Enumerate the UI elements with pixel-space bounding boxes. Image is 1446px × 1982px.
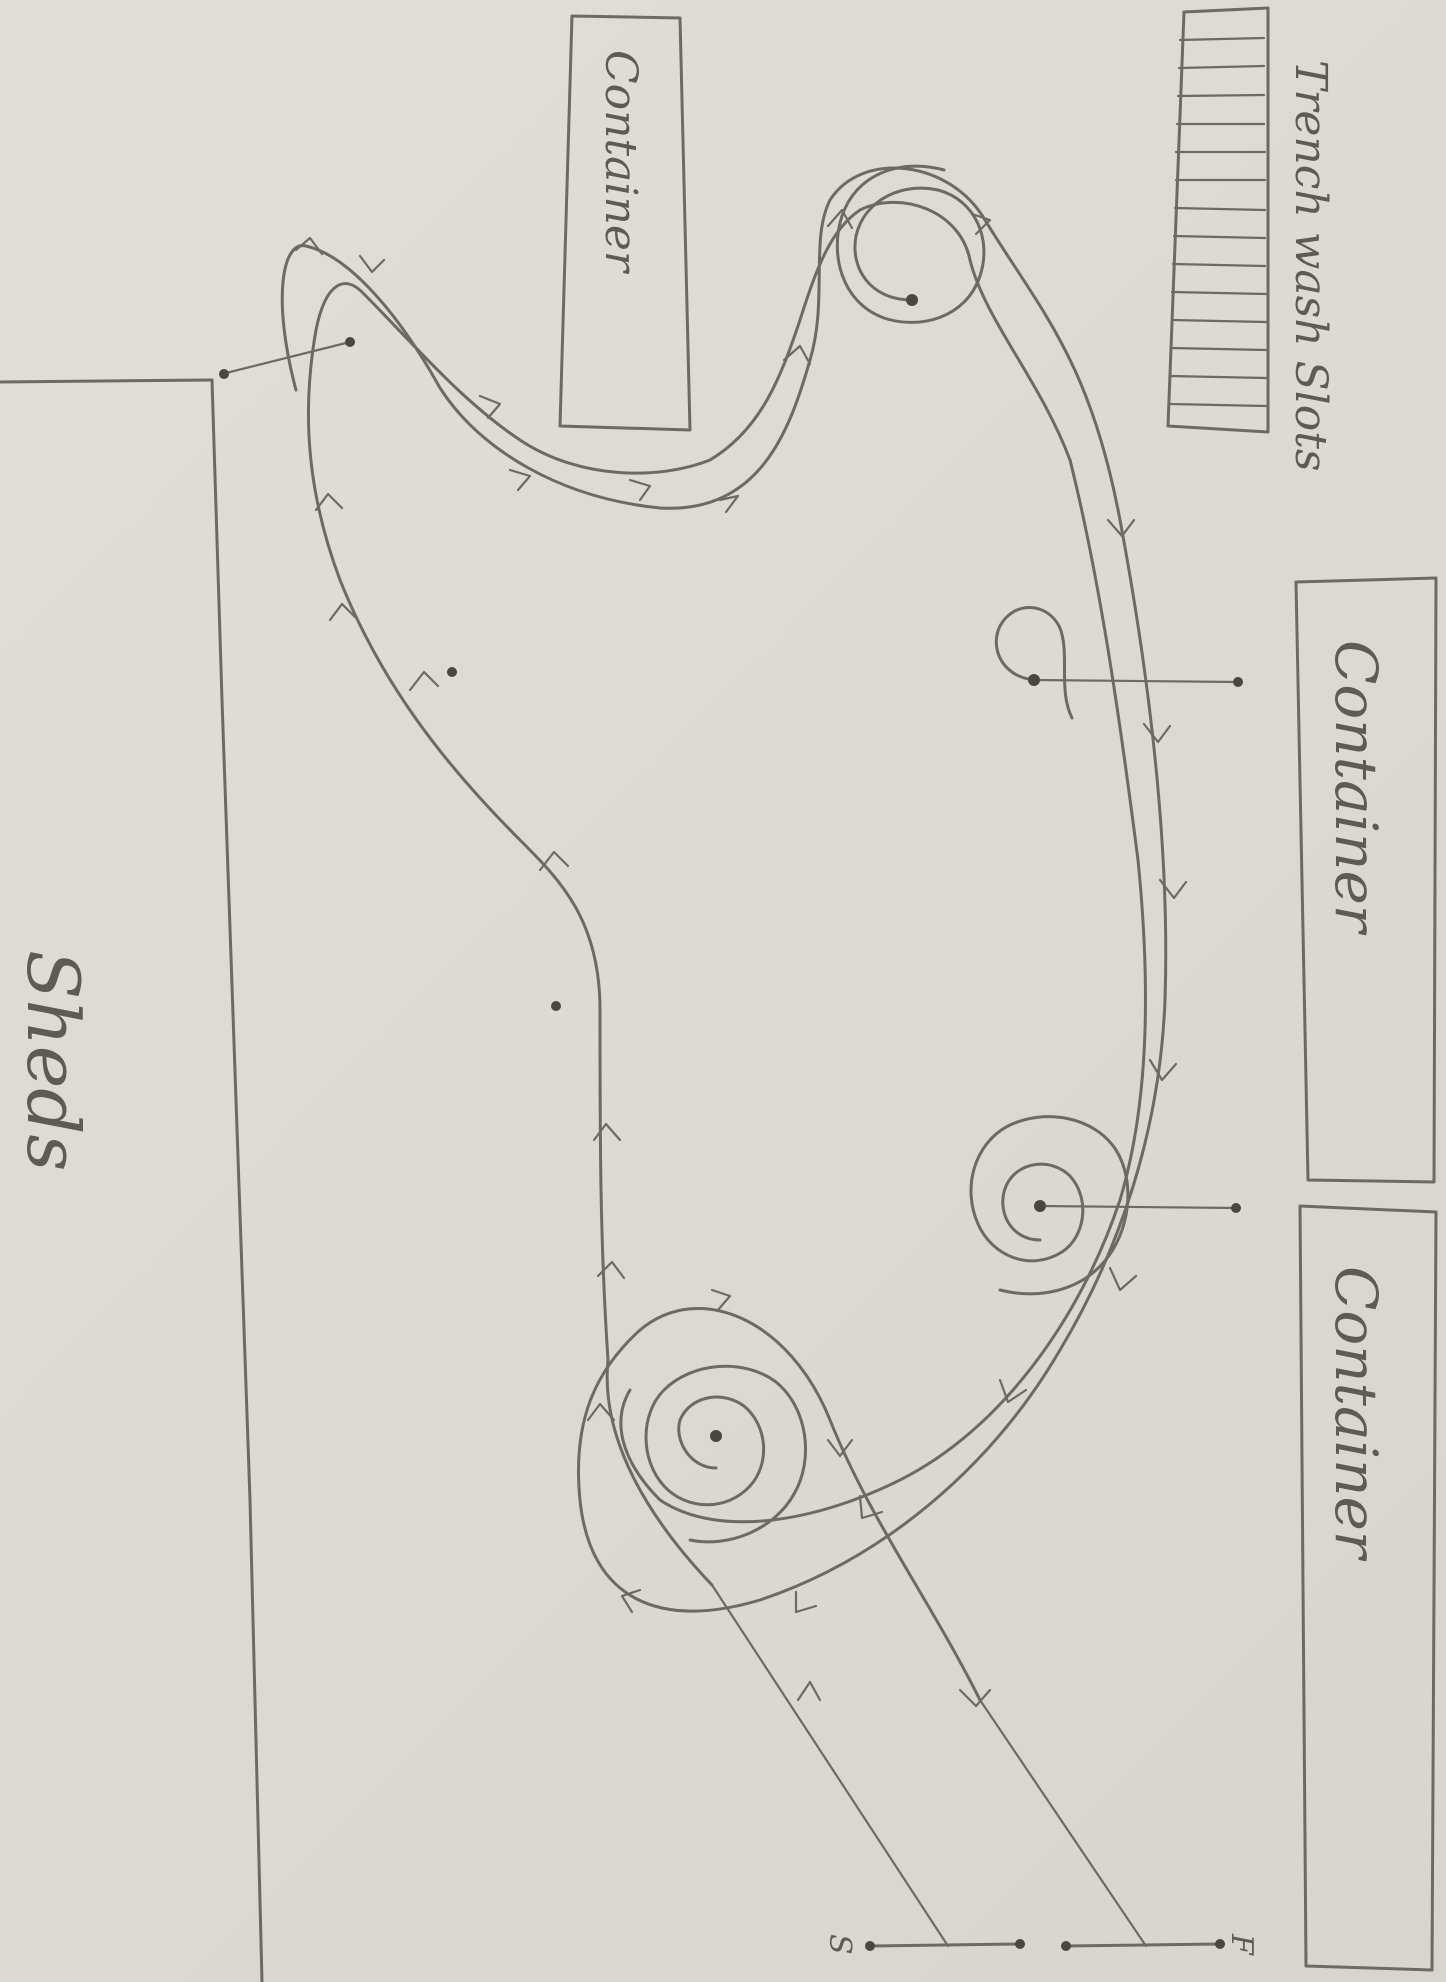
dot-container-lower [1231, 1203, 1241, 1213]
start-marker [710, 1583, 1025, 1951]
dot-open-2 [551, 1001, 561, 1011]
container-top-left [558, 14, 692, 432]
feature-dots [219, 294, 1243, 1442]
sheds-label: Sheds [11, 950, 95, 1171]
dot-open-1 [447, 667, 457, 677]
dot-middle-spiral [1028, 674, 1040, 686]
dot-sheds-leader [345, 337, 355, 347]
finish-marker [978, 1698, 1225, 1951]
container-right-upper-label: Container [1322, 640, 1390, 936]
container-right-upper [1294, 576, 1438, 1184]
trench-wash-slots [1166, 6, 1270, 434]
spiral-middle [994, 606, 1074, 720]
inner-route-path [306, 200, 1147, 1587]
dot-top-spiral [906, 294, 918, 306]
trench-wash-label: Trench wash Slots [1285, 60, 1336, 472]
container-top-left-label: Container [595, 50, 646, 275]
spiral-bottom [644, 1364, 807, 1544]
outer-route-path [280, 166, 1168, 1702]
direction-arrows [294, 208, 1188, 1708]
finish-label: F [1224, 1933, 1259, 1956]
container-right-lower [1298, 1204, 1438, 1972]
start-label: S [822, 1934, 857, 1955]
dot-bottom-spiral [710, 1430, 722, 1442]
container-right-lower-label: Container [1322, 1266, 1390, 1562]
dot-right-spiral [1034, 1200, 1046, 1212]
spiral-top [835, 164, 986, 324]
dot-container-upper [1233, 677, 1243, 687]
leader-lines [220, 340, 1240, 1210]
sheds-boundary [0, 378, 264, 1982]
spiral-right [969, 1115, 1130, 1296]
dot-sheds-corner [219, 369, 229, 379]
